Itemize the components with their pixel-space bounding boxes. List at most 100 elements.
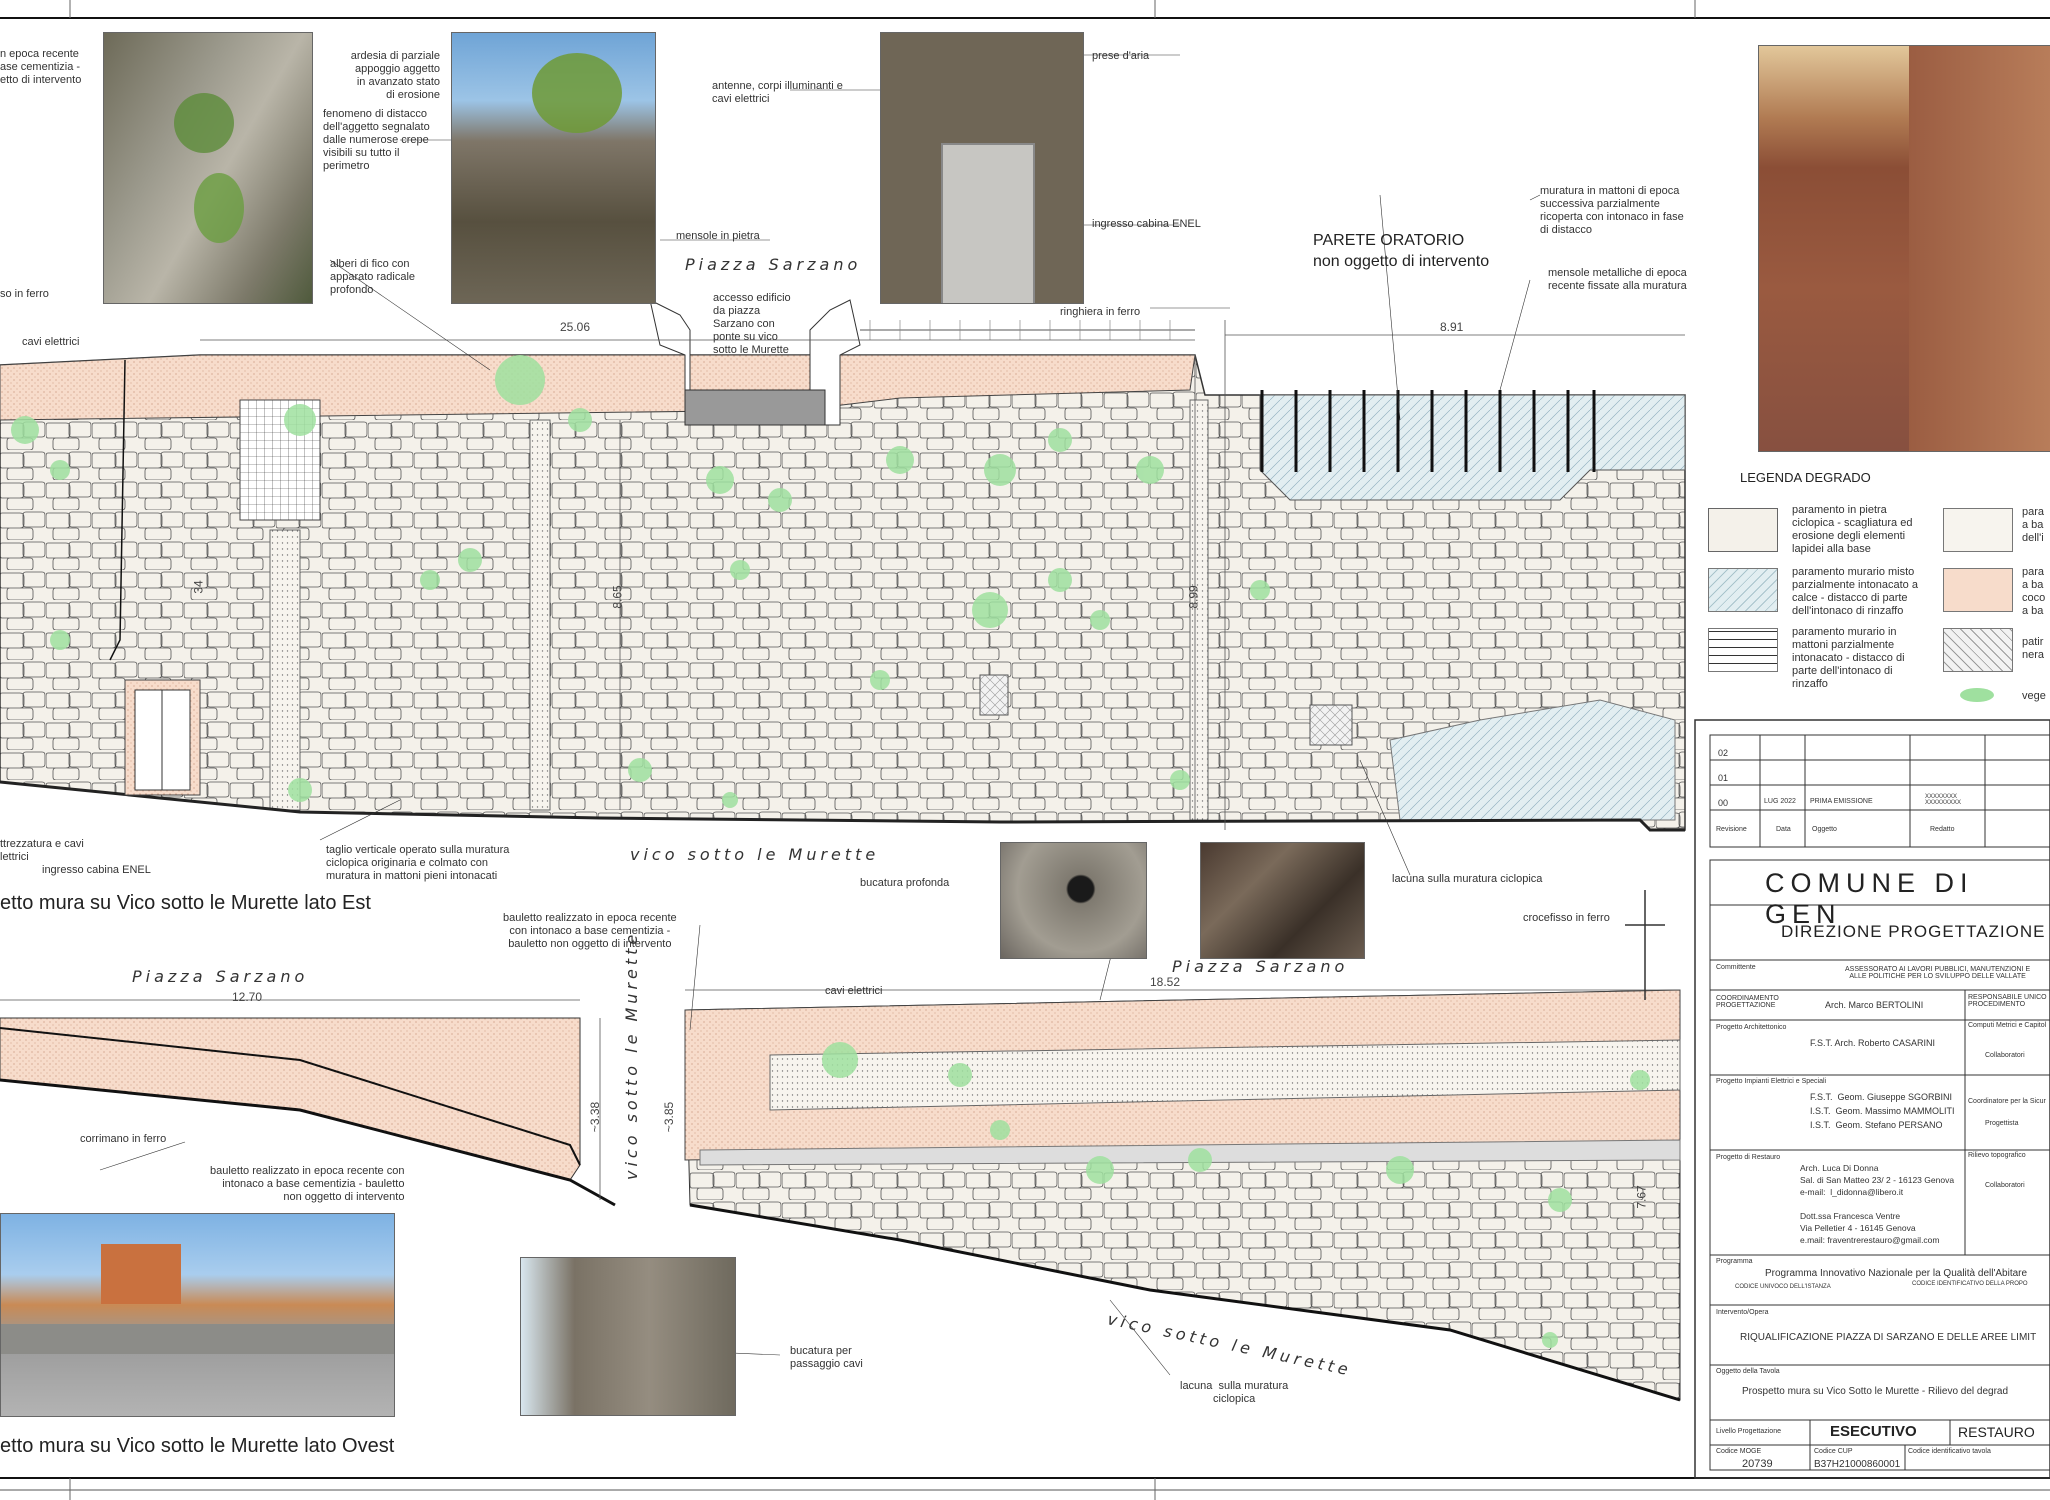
note-lacuna-2: lacuna sulla muratura ciclopica — [1180, 1380, 1289, 1405]
label-piazza-sarzano-left: Piazza Sarzano — [132, 967, 309, 986]
note-ardesia: ardesia di parziale appoggio aggetto in … — [350, 50, 440, 101]
oggetto: Prospetto mura su Vico Sotto le Murette … — [1742, 1386, 2009, 1397]
note-mensole-pietra: mensole in pietra — [676, 230, 760, 242]
rev-header-oggetto: Oggetto — [1812, 826, 1837, 833]
legend-item-right-3: patir nera — [2022, 636, 2045, 661]
sicurezza-label: Coordinatore per la Sicur — [1968, 1098, 2046, 1105]
note-enel-bottom: ingresso cabina ENEL — [42, 864, 151, 876]
committente-label: Committente — [1716, 964, 1756, 971]
note-ringhiera: ringhiera in ferro — [1060, 306, 1141, 318]
legend-title: LEGENDA DEGRADO — [1740, 470, 1871, 485]
codice-proposta: CODICE IDENTIFICATIVO DELLA PROPO — [1912, 1281, 2028, 1287]
photo-tree-wall — [451, 32, 656, 304]
rev-header-revisione: Revisione — [1716, 826, 1747, 833]
moge-label: Codice MOGE — [1716, 1448, 1762, 1455]
photo-brick-wall — [1758, 45, 2050, 452]
note-epoca-recente: n epoca recente ase cementizia - etto di… — [0, 48, 82, 86]
note-bucatura-cavi: bucatura per passaggio cavi — [790, 1345, 863, 1370]
note-bucatura-profonda: bucatura profonda — [860, 877, 950, 889]
legend-item-1: paramento in pietra ciclopica - scagliat… — [1792, 504, 1913, 555]
legend-swatch-dots — [1943, 508, 2013, 552]
legend-swatch-veg — [1960, 688, 1994, 702]
rilievo-label: Rilievo topografico — [1968, 1152, 2026, 1159]
label-vico-vertical: vico sotto le Murette — [622, 930, 641, 1180]
committente: ASSESSORATO AI LAVORI PUBBLICI, MANUTENZ… — [1845, 966, 2031, 980]
legend-item-right-2: para a ba coco a ba — [2022, 566, 2046, 617]
rev-02: 02 — [1718, 748, 1729, 758]
moge-value: 20739 — [1742, 1458, 1773, 1470]
note-muratura-mattoni: muratura in mattoni di epoca successiva … — [1540, 185, 1684, 236]
photo-lacuna — [1200, 842, 1365, 959]
legend-item-3: paramento murario in mattoni parzialment… — [1792, 626, 1905, 690]
rev-00-date: LUG 2022 — [1764, 798, 1796, 805]
legend-item-right-1: para a ba dell'i — [2022, 506, 2045, 544]
note-antenne: antenne, corpi illuminanti e cavi elettr… — [712, 80, 843, 105]
parete-title-line1: PARETE ORATORIO — [1313, 232, 1465, 249]
arch-name: F.S.T. Arch. Roberto CASARINI — [1810, 1038, 1936, 1048]
dim-34: 34 — [191, 580, 206, 594]
comune-title: COMUNE DI GEN — [1765, 868, 1974, 929]
legend-swatch-stone — [1708, 508, 1778, 552]
cup-label: Codice CUP — [1814, 1448, 1853, 1455]
dim-1852: 18.52 — [1150, 975, 1181, 989]
note-bauletto-top: bauletto realizzato in epoca recente con… — [503, 912, 677, 950]
legend-item-2: paramento murario misto parzialmente int… — [1792, 566, 1918, 617]
legend-swatch-pink — [1943, 568, 2013, 612]
note-mensole-metalliche: mensole metalliche di epoca recente fiss… — [1548, 267, 1687, 292]
programma: Programma Innovativo Nazionale per la Qu… — [1765, 1268, 2028, 1279]
elevation-ovest-left — [0, 999, 616, 1207]
label-piazza-sarzano-top: Piazza Sarzano — [685, 255, 862, 274]
rev-00-obj: PRIMA EMISSIONE — [1810, 798, 1873, 805]
note-corrimano: corrimano in ferro — [80, 1133, 167, 1145]
direzione-title: DIREZIONE PROGETTAZIONE — [1781, 922, 2046, 941]
photo-enel-door — [880, 32, 1084, 304]
arch-label: Progetto Architettonico — [1716, 1024, 1787, 1031]
collaboratori-2: Collaboratori — [1985, 1182, 2025, 1189]
livello-value: ESECUTIVO — [1830, 1423, 1917, 1440]
photo-piazza — [0, 1213, 395, 1417]
intervento: RIQUALIFICAZIONE PIAZZA DI SARZANO E DEL… — [1740, 1332, 2037, 1343]
note-cavi-elettrici: cavi elettrici — [22, 336, 80, 348]
dim-865: 8.65 — [610, 585, 625, 609]
oggetto-label: Oggetto della Tavola — [1716, 1368, 1780, 1375]
label-piazza-sarzano-right: Piazza Sarzano — [1172, 957, 1349, 976]
dim-767: 7.67 — [1634, 1185, 1649, 1209]
rev-header-data: Data — [1776, 826, 1791, 833]
legend-swatch-blue — [1708, 568, 1778, 612]
note-alberi-fico: alberi di fico con apparato radicale pro… — [330, 258, 416, 296]
restauro-label: Progetto di Restauro — [1716, 1154, 1781, 1161]
note-taglio-verticale: taglio verticale operato sulla muratura … — [326, 844, 510, 882]
note-enel-top: ingresso cabina ENEL — [1092, 218, 1201, 230]
note-bauletto-bottom: bauletto realizzato in epoca recente con… — [210, 1165, 405, 1203]
photo-bucatura — [1000, 842, 1147, 959]
rev-00-red: XXXXXXXX XXXXXXXXX — [1925, 794, 1962, 806]
dim-2506: 25.06 — [560, 320, 591, 334]
photo-wall-ivy — [103, 32, 313, 304]
title-block — [1694, 719, 2050, 1479]
note-lacuna-ciclopica: lacuna sulla muratura ciclopica — [1392, 873, 1543, 885]
dim-891: 8.91 — [1440, 320, 1464, 334]
title-elevation-ovest: etto mura su Vico sotto le Murette lato … — [0, 1435, 395, 1457]
note-so-in-ferro: so in ferro — [0, 288, 49, 300]
rev-00: 00 — [1718, 798, 1729, 808]
title-elevation-est: etto mura su Vico sotto le Murette lato … — [0, 892, 371, 914]
cup-value: B37H21000860001 — [1814, 1459, 1901, 1470]
coord-label: COORDINAMENTO PROGETTAZIONE — [1716, 995, 1779, 1009]
impianti-names: F.S.T. Geom. Giuseppe SGORBINI I.S.T. Ge… — [1810, 1092, 1955, 1130]
note-attrezzatura: ttrezzatura e cavi lettrici — [0, 838, 84, 863]
photo-cavi — [520, 1257, 736, 1416]
legend-swatch-grid — [1708, 628, 1778, 672]
dim-899: 8.99 — [1186, 585, 1201, 609]
restauro-names: Arch. Luca Di Donna Sal. di San Matteo 2… — [1800, 1163, 1955, 1245]
collaboratori-1: Collaboratori — [1985, 1052, 2025, 1059]
parete-title-line2: non oggetto di intervento — [1313, 253, 1490, 270]
coord-name: Arch. Marco BERTOLINI — [1825, 1000, 1924, 1010]
label-vico-est: vico sotto le Murette — [630, 845, 880, 864]
programma-label: Programma — [1716, 1258, 1753, 1265]
note-cavi-elettrici-2: cavi elettrici — [825, 985, 883, 997]
legend-item-right-4: vege — [2022, 690, 2046, 702]
resp-label: RESPONSABILE UNICO PROCEDIMENTO — [1968, 994, 2047, 1008]
elevation-est — [0, 299, 1686, 832]
tavola-label: Codice identificativo tavola — [1908, 1448, 1991, 1455]
